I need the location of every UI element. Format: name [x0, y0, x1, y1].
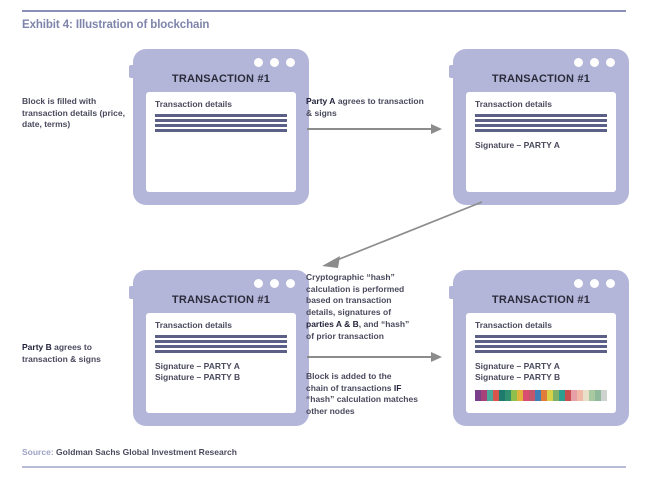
hash-color-bar [475, 389, 607, 401]
signature-line: Signature – PARTY B [475, 372, 561, 383]
block-notch-icon [129, 65, 136, 78]
chain-add-line-2-pre: chain of transactions [306, 382, 394, 393]
arrow-block3-to-block4 [307, 352, 442, 362]
hash-segment [559, 389, 565, 401]
hash-segment [589, 389, 595, 401]
window-dots-icon [254, 279, 295, 288]
block-1-title: TRANSACTION #1 [171, 73, 271, 85]
hash-segment [583, 389, 589, 401]
chain-add-line-4: other nodes [306, 406, 355, 417]
signature-line: Signature – PARTY A [475, 140, 560, 150]
block-notch-icon [129, 286, 136, 299]
block-1-details-label: Transaction details [155, 99, 232, 109]
chain-add-line-2: chain of transactions IF [306, 383, 452, 395]
hash-segment [505, 389, 511, 401]
annotation-party-a-bold: Party A [306, 96, 336, 106]
top-divider [22, 10, 626, 12]
blockchain-block-2[interactable]: TRANSACTION #1 Transaction details Signa… [449, 49, 629, 205]
hash-segment [541, 389, 547, 401]
block-4-detail-bars [475, 335, 607, 353]
block-3-signatures: Signature – PARTY A Signature – PARTY B [155, 361, 287, 384]
block-4-screen: Transaction details Signature – PARTY A … [466, 313, 616, 413]
source-text: Goldman Sachs Global Investment Research [56, 447, 237, 457]
hash-segment [565, 389, 571, 401]
annotation-hash-calculation: Cryptographic “hash” calculation is perf… [306, 272, 446, 342]
arrow-block1-to-block2 [307, 124, 442, 134]
annotation-party-a-rest: agrees to transaction & signs [306, 96, 424, 118]
annotation-block-filled: Block is filled with transaction details… [22, 96, 142, 131]
hash-calc-line-2: calculation is performed [306, 283, 405, 294]
hash-segment [511, 389, 517, 401]
hash-segment [487, 389, 493, 401]
annotation-block-filled-text: Block is filled with transaction details… [22, 96, 125, 130]
hash-segment [481, 389, 487, 401]
annotation-party-b-bold: Party B [22, 342, 52, 352]
arrow-block2-to-block3 [300, 196, 490, 276]
hash-segment [595, 389, 601, 401]
blockchain-block-3[interactable]: TRANSACTION #1 Transaction details Signa… [129, 270, 309, 426]
block-4-signatures: Signature – PARTY A Signature – PARTY B [475, 361, 607, 384]
hash-calc-line-3: based on transaction [306, 295, 392, 306]
hash-segment [523, 389, 529, 401]
block-3-title: TRANSACTION #1 [171, 294, 271, 306]
hash-calc-line-5: parties A & B, and “hash” [306, 319, 446, 331]
block-3-screen: Transaction details Signature – PARTY A … [146, 313, 296, 413]
block-1-screen: Transaction details [146, 92, 296, 192]
hash-segment [601, 389, 607, 401]
hash-segment [493, 389, 499, 401]
window-dots-icon [574, 58, 615, 67]
hash-segment [535, 389, 541, 401]
hash-segment [499, 389, 505, 401]
hash-calc-line-4: details, signatures of [306, 307, 392, 318]
hash-segment [571, 389, 577, 401]
hash-segment [577, 389, 583, 401]
window-dots-icon [574, 279, 615, 288]
blockchain-block-1[interactable]: TRANSACTION #1 Transaction details [129, 49, 309, 205]
block-2-screen: Transaction details Signature – PARTY A [466, 92, 616, 192]
hash-calc-line-1: Cryptographic “hash” [306, 272, 395, 282]
chain-add-line-1: Block is added to the [306, 371, 392, 381]
hash-segment [529, 389, 535, 401]
source-note: Source: Goldman Sachs Global Investment … [22, 447, 237, 457]
block-2-detail-bars [475, 114, 607, 132]
chain-add-if-bold: IF [393, 382, 402, 393]
hash-segment [475, 389, 481, 401]
annotation-chain-added: Block is added to the chain of transacti… [306, 371, 452, 418]
window-dots-icon [254, 58, 295, 67]
signature-line: Signature – PARTY A [475, 361, 560, 371]
block-2-details-label: Transaction details [475, 99, 552, 109]
page-title: Exhibit 4: Illustration of blockchain [22, 19, 210, 31]
block-2-title: TRANSACTION #1 [491, 73, 591, 85]
hash-segment [547, 389, 553, 401]
block-notch-icon [449, 65, 456, 78]
hash-segment [517, 389, 523, 401]
block-3-detail-bars [155, 335, 287, 353]
hash-calc-line-5-rest: , and “hash” [358, 318, 410, 329]
annotation-party-b: Party B agrees to transaction & signs [22, 342, 140, 365]
hash-calc-parties-bold: parties A & B [306, 318, 359, 329]
signature-line: Signature – PARTY B [155, 372, 241, 383]
blockchain-block-4[interactable]: TRANSACTION #1 Transaction details Signa… [449, 270, 629, 426]
hash-calc-line-6: of prior transaction [306, 330, 384, 341]
block-3-details-label: Transaction details [155, 320, 232, 330]
block-4-details-label: Transaction details [475, 320, 552, 330]
chain-add-line-3: “hash” calculation matches [306, 394, 418, 405]
annotation-party-b-rest: agrees to transaction & signs [22, 342, 101, 364]
hash-segment [553, 389, 559, 401]
block-1-detail-bars [155, 114, 287, 132]
signature-line: Signature – PARTY A [155, 361, 240, 371]
block-4-title: TRANSACTION #1 [491, 294, 591, 306]
bottom-divider [22, 466, 626, 468]
block-2-signatures: Signature – PARTY A [475, 140, 607, 151]
source-label: Source: [22, 447, 54, 457]
block-notch-icon [449, 286, 456, 299]
diagonal-arrow-icon [322, 201, 483, 268]
annotation-party-a: Party A agrees to transaction & signs [306, 96, 428, 119]
